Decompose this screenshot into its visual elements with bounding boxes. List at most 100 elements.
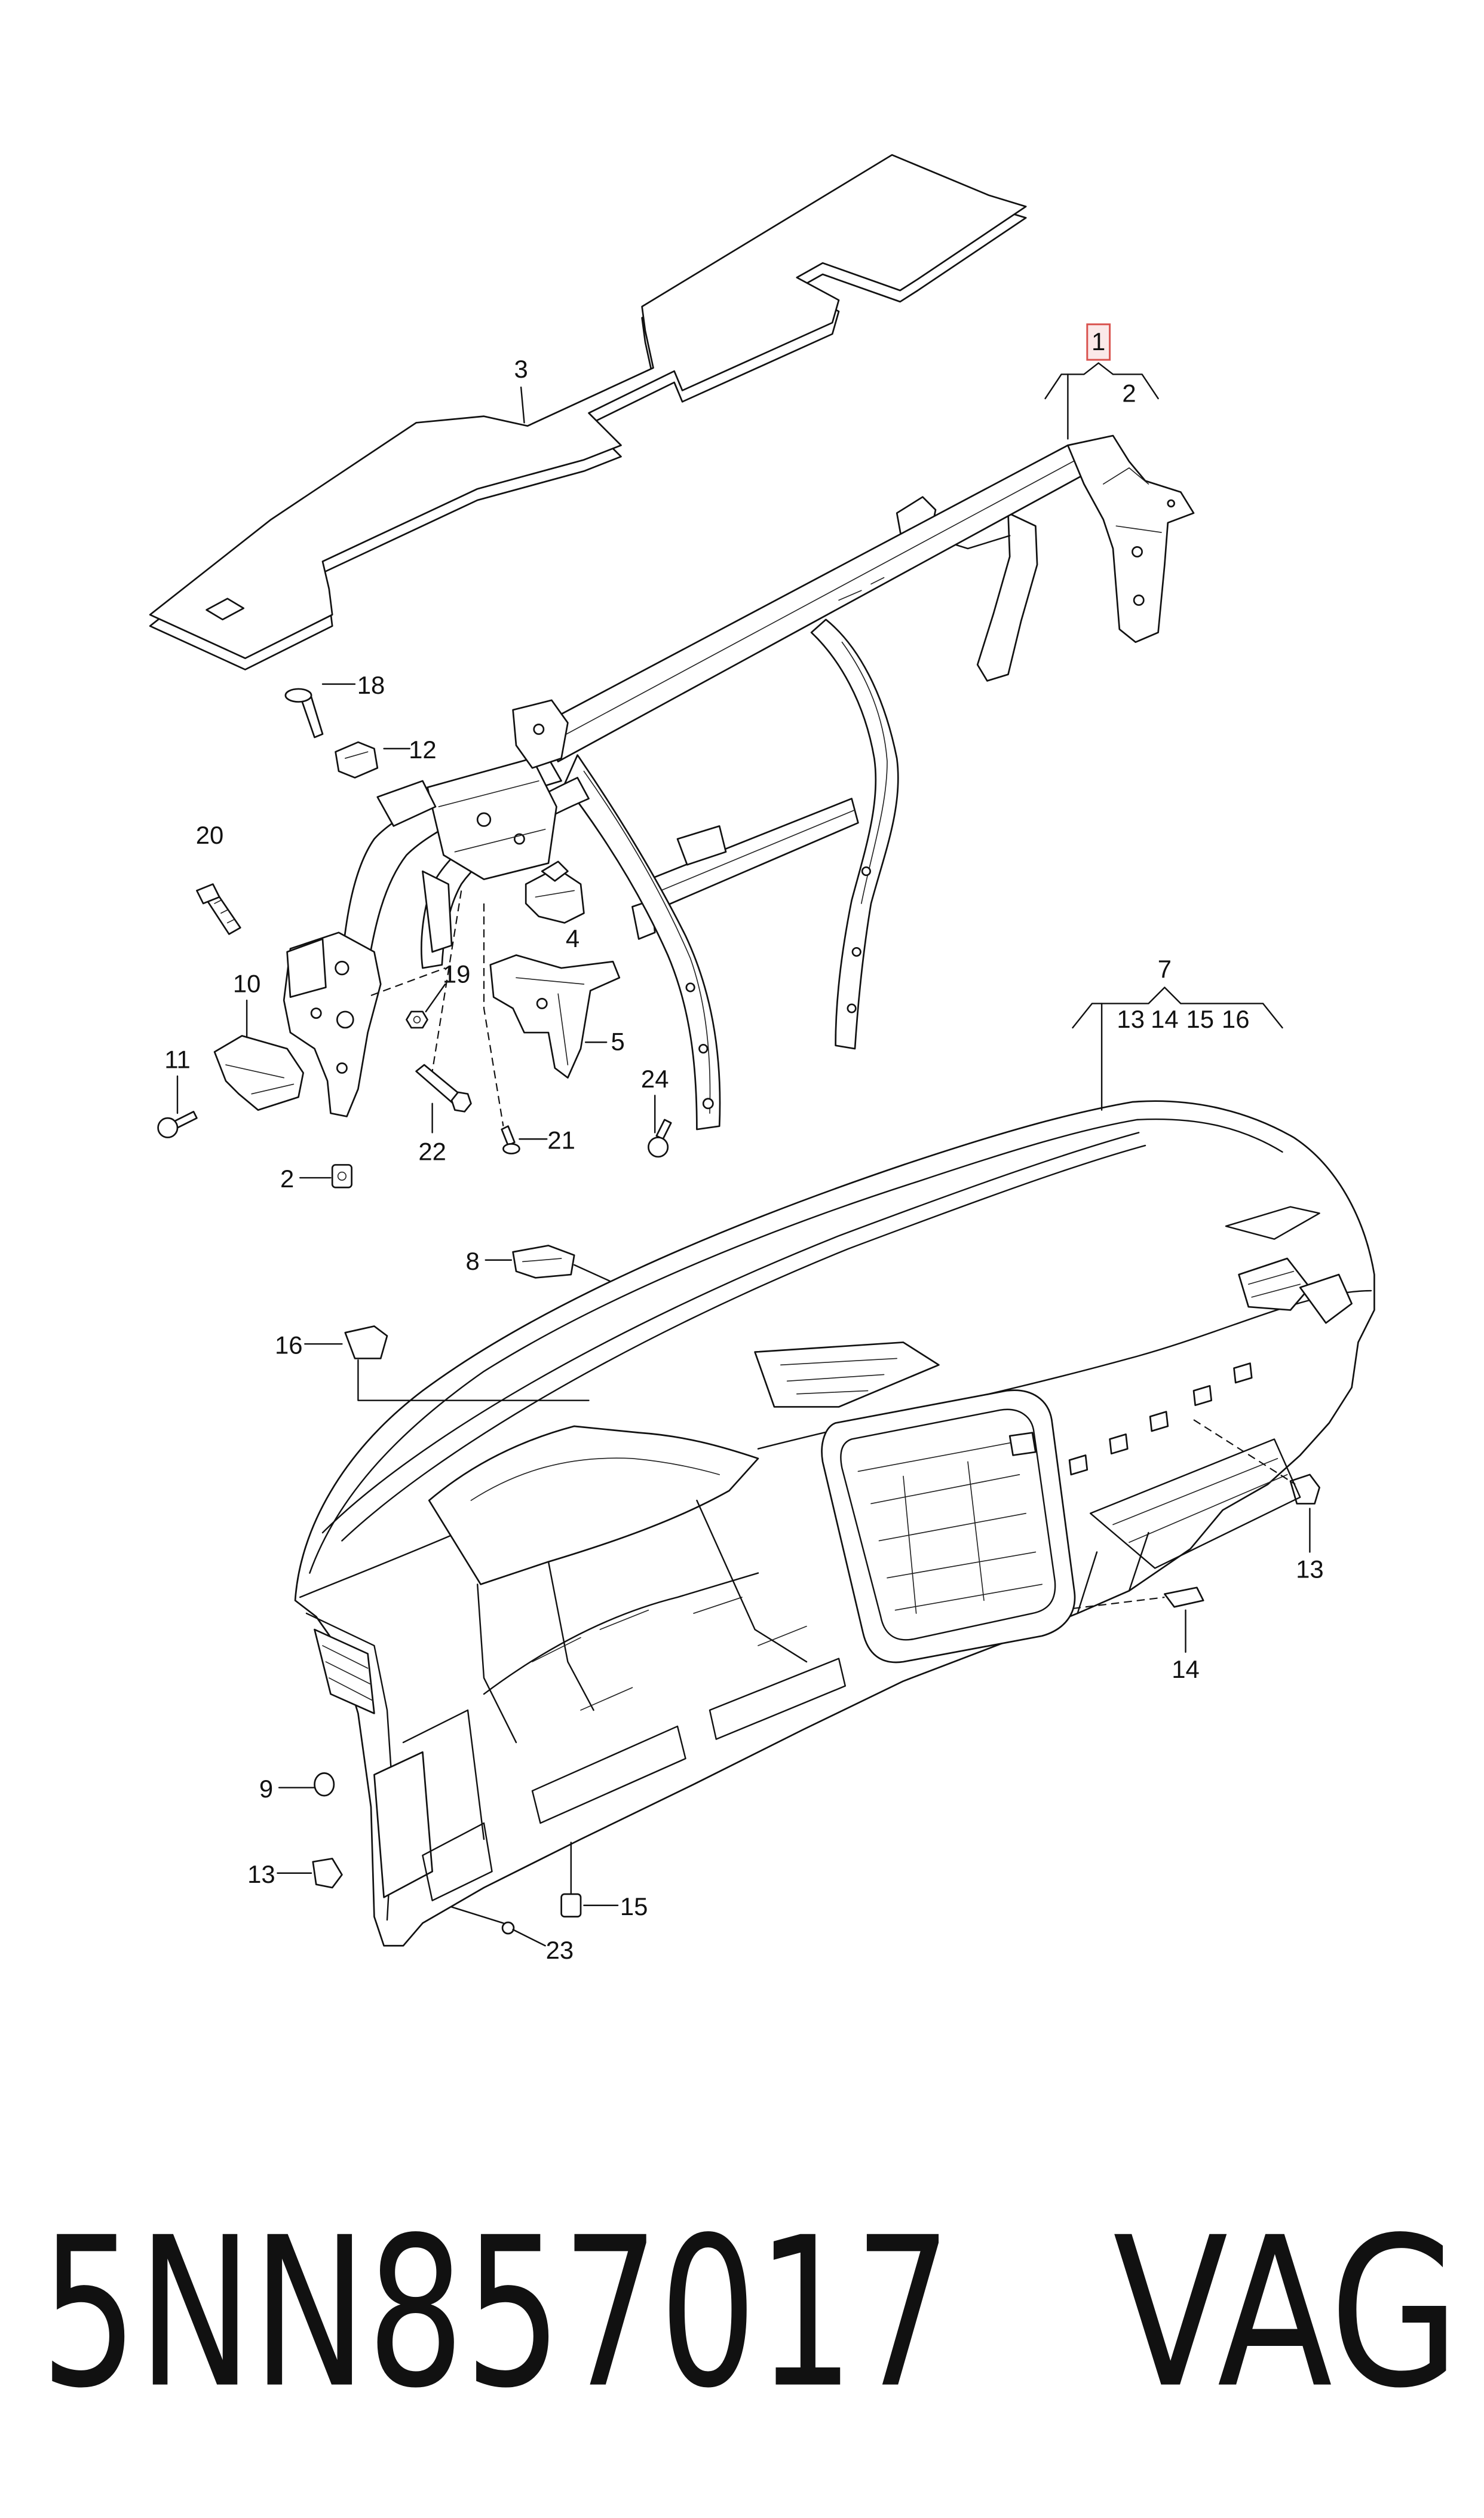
callout-11: 11 [164, 1045, 190, 1073]
caption: 5NN857017 VAG [41, 2193, 1460, 2434]
clip-window [1109, 1433, 1129, 1455]
dashed-guide-14 [1072, 1596, 1165, 1610]
screw-18-head [284, 688, 312, 703]
leader-16-target [357, 1359, 590, 1401]
insulation-pad [149, 154, 1027, 670]
centre-console-opening [840, 1408, 1056, 1641]
clip-window [1192, 1385, 1213, 1407]
callout-21: 21 [547, 1126, 575, 1154]
callout-24: 24 [641, 1065, 669, 1093]
bracket-4-edge [535, 890, 575, 898]
clip-16 [344, 1325, 388, 1359]
lower-frame-edge [402, 1709, 485, 1840]
callout-2-lower: 2 [280, 1165, 294, 1193]
left-side-bracket-box [286, 938, 327, 998]
bracket-5 [489, 954, 621, 1079]
bracket-5-edge [516, 977, 585, 1065]
clip-8-edge [522, 1258, 562, 1263]
bracket-4-tab [541, 860, 569, 882]
callout-7-sub-13: 13 [1117, 1005, 1145, 1033]
dashboard-top-rim [309, 1118, 1283, 1574]
bracket-10-edge [225, 1064, 295, 1095]
lower-frame-edge [483, 1572, 759, 1695]
tab-hole [533, 724, 545, 735]
windshield-groove-inner [341, 1144, 1146, 1542]
callout-14-right: 14 [1172, 1655, 1200, 1683]
insulation-pad-square-hole [206, 598, 245, 621]
clip-12 [335, 741, 379, 779]
callout-1: 1 [1091, 327, 1105, 356]
leader-8-target [573, 1264, 611, 1282]
bracket-5-hole [536, 998, 548, 1009]
column-mount-tab [376, 780, 437, 827]
tube-marks [838, 577, 885, 601]
nut-2 [331, 1164, 352, 1188]
right-end-bracket-edge [1102, 467, 1162, 533]
dashboard-internal-ribs [532, 1597, 807, 1711]
right-vent-hood [1225, 1206, 1320, 1240]
cross-member [283, 434, 1195, 1131]
bolt-20-thread [214, 899, 235, 924]
dashed-guide-21 [483, 903, 504, 1126]
callout-3: 3 [514, 355, 528, 383]
screw-21-head [502, 1143, 520, 1154]
callout-4: 4 [566, 924, 580, 952]
cluster-recess [476, 1561, 594, 1744]
bracket-hole [336, 1010, 354, 1029]
dashed-guide-22 [431, 890, 462, 1072]
dashed-guide-13 [1193, 1419, 1296, 1485]
glovebox-zone [1089, 1438, 1301, 1569]
frame-hole [702, 1098, 714, 1110]
callout-5: 5 [611, 1028, 624, 1056]
cluster-hood-edge [470, 1457, 720, 1501]
side-vent [1299, 1273, 1353, 1324]
lower-rail [709, 1658, 847, 1740]
frame-hole [851, 946, 861, 957]
clip-14 [1164, 1586, 1204, 1608]
centre-frame-leg-edge [583, 770, 711, 1114]
clip-window [1149, 1411, 1169, 1432]
frame-hole [685, 982, 695, 993]
bracket-hole [1132, 546, 1143, 557]
callout-7-sub-15: 15 [1186, 1005, 1215, 1033]
callout-2-upper: 2 [1122, 379, 1136, 407]
callout-9: 9 [259, 1775, 273, 1803]
right-lower-edge [1077, 1531, 1149, 1615]
dashboard [294, 1100, 1375, 1947]
callout-7-sub-14: 14 [1151, 1005, 1179, 1033]
centre-console-bezel [821, 1389, 1076, 1664]
support-strut [976, 512, 1038, 682]
callout-7: 7 [1158, 955, 1172, 983]
callout-20: 20 [196, 821, 224, 849]
column-bracket-leg [422, 870, 453, 953]
central-mount-plate [427, 757, 557, 880]
instrument-cluster-hood [428, 1425, 759, 1585]
clip-window [1068, 1454, 1089, 1476]
console-internal-walls [903, 1461, 985, 1614]
brand-name: VAG [1113, 2193, 1460, 2434]
callout-labels: 1 2 3 18 12 20 19 4 10 5 11 22 21 24 2 7… [164, 323, 1324, 1964]
callout-8: 8 [465, 1247, 479, 1275]
console-clip [1008, 1432, 1037, 1456]
bracket-10 [213, 1035, 304, 1111]
inner-duct [696, 1499, 808, 1663]
bracket-hole [335, 960, 349, 976]
lower-cross-brace [636, 798, 859, 914]
screw-21-shaft [501, 1125, 516, 1147]
nut-2-hole [337, 1171, 347, 1181]
bolt-22-head [450, 1091, 472, 1113]
group-bracket-1 [1044, 362, 1159, 400]
insulation-pad-top-face [149, 154, 1027, 660]
group-bracket-7 [1072, 987, 1283, 1029]
fasteners [157, 688, 1320, 1935]
left-end-bracket [373, 1751, 433, 1898]
highlight-box-part-1 [1086, 323, 1111, 361]
right-frame-leg-edge [841, 641, 888, 904]
right-vent-slats [1247, 1270, 1301, 1298]
bracket-hole [1133, 595, 1145, 606]
clip-13-left [312, 1858, 343, 1889]
clip-9 [314, 1772, 335, 1797]
part-number: 5NN857017 [41, 2193, 952, 2434]
dashboard-body [294, 1100, 1375, 1947]
screw-24-shaft [655, 1119, 672, 1140]
